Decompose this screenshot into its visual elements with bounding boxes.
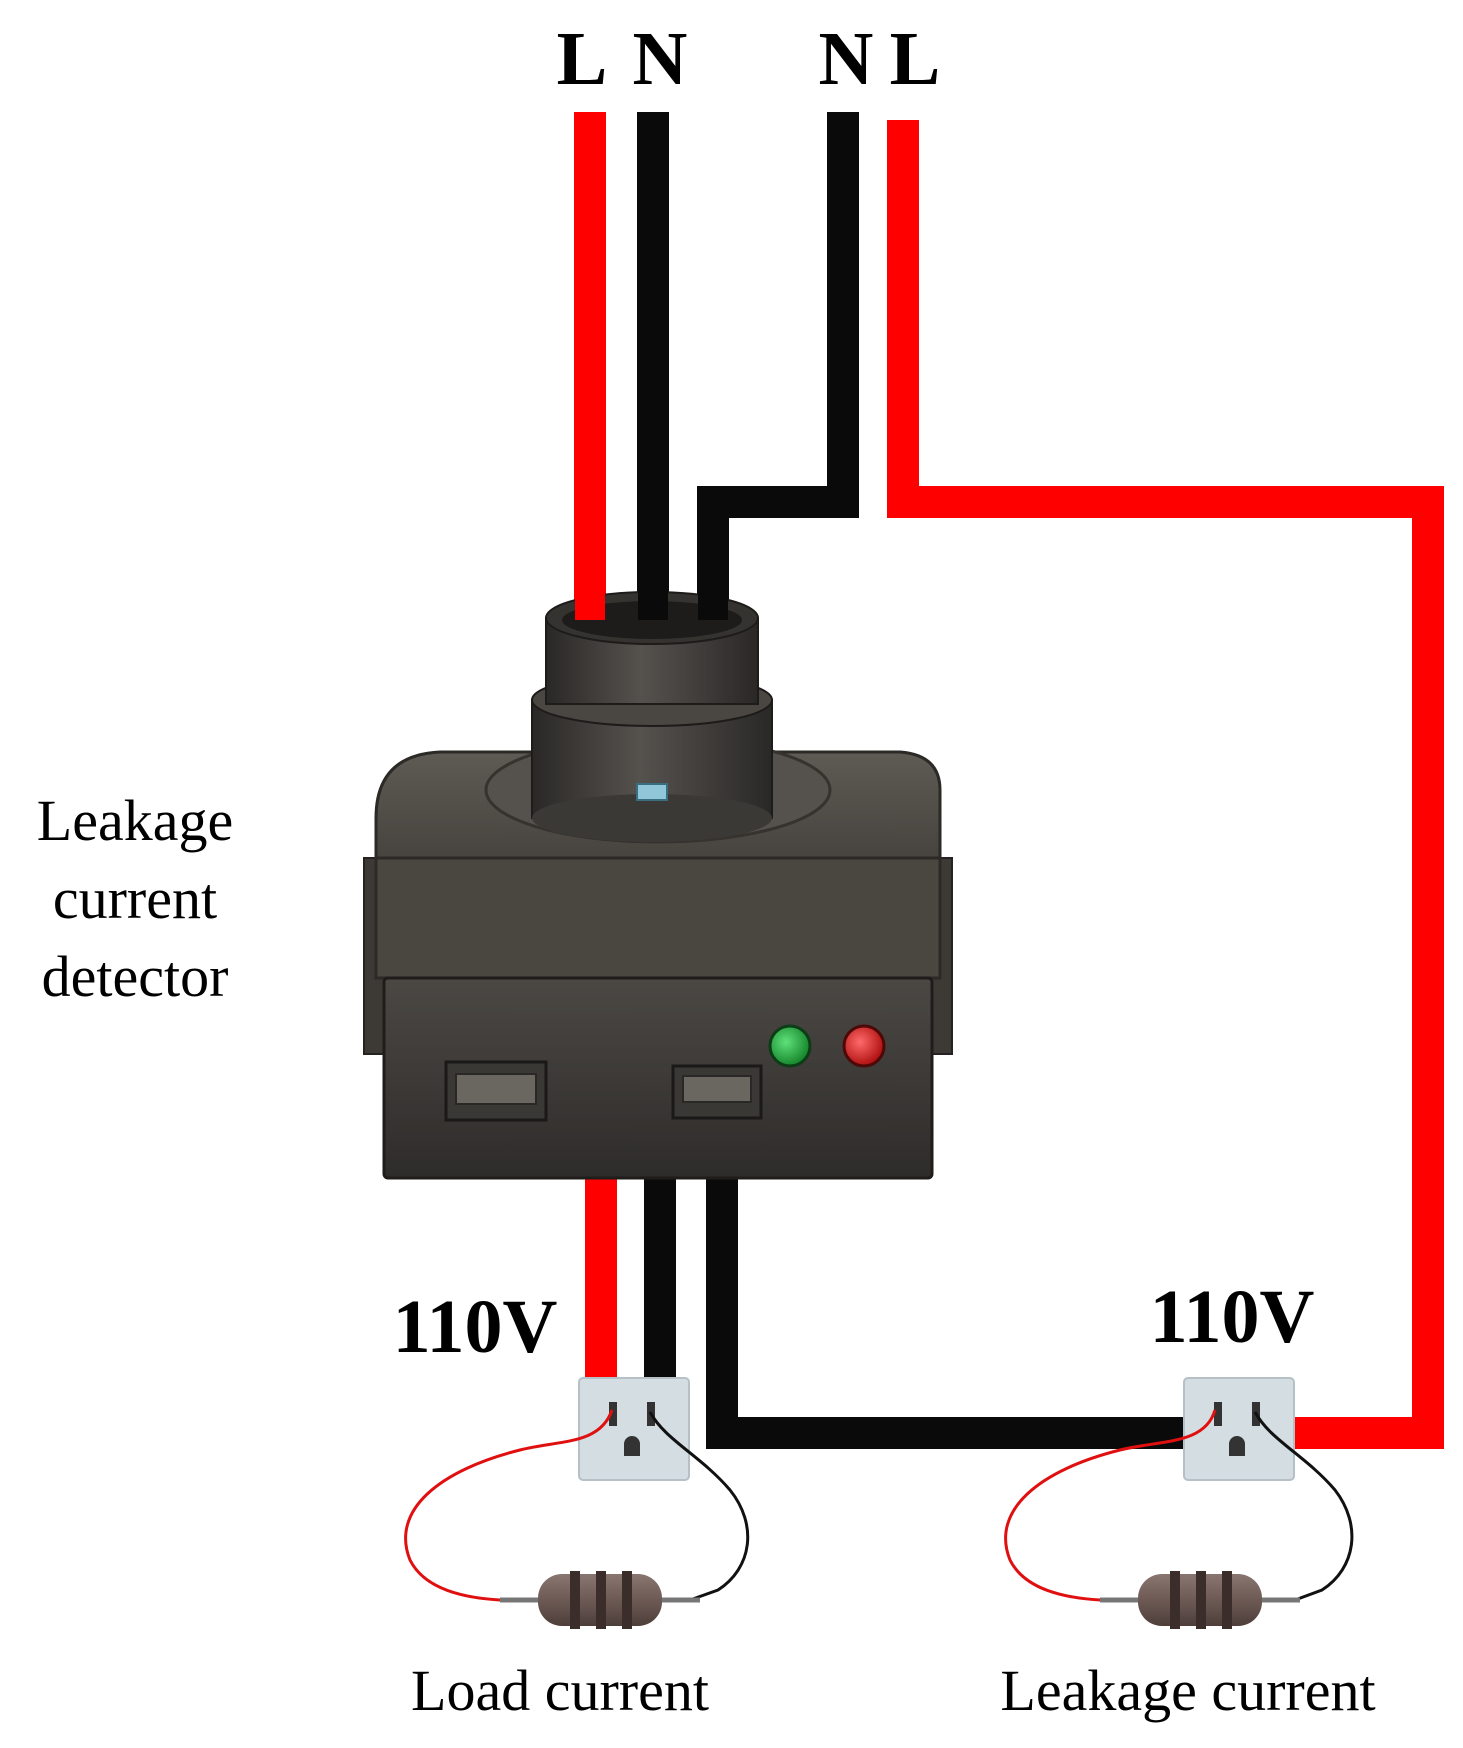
leakage-resistor-black-lead xyxy=(1253,1411,1354,1602)
supply-wires xyxy=(574,112,1444,1449)
label-top-left-N: N xyxy=(633,17,688,101)
leakage-resistor-circuit xyxy=(1004,1409,1354,1629)
load-resistor-red-lead xyxy=(404,1409,614,1602)
ct-label-chip xyxy=(636,783,668,801)
load-side-wires xyxy=(585,1175,1200,1449)
resistor-icon xyxy=(500,1571,700,1629)
wire-labels: L N N L xyxy=(557,17,941,101)
indicator-red-led xyxy=(842,1024,886,1068)
outlet-plate-left xyxy=(578,1377,690,1481)
detector-label: Leakage current detector xyxy=(37,788,233,1009)
detector-middle-band xyxy=(374,856,942,980)
detector-label-line3: detector xyxy=(42,944,229,1009)
load-current-label: Load current xyxy=(411,1658,709,1723)
voltage-label-left: 110V xyxy=(393,1285,558,1369)
leakage-resistor-red-lead xyxy=(1004,1409,1217,1602)
resistor-icon xyxy=(1100,1571,1300,1629)
label-top-right-N: N xyxy=(819,17,874,101)
wall-outlet-icon xyxy=(578,1377,690,1481)
label-top-left-L: L xyxy=(557,17,608,101)
top-live-wire-right xyxy=(887,120,1444,1449)
leakage-current-label: Leakage current xyxy=(1000,1658,1375,1723)
leakage-detector-device-icon xyxy=(363,590,953,1180)
leakage-neutral-wire xyxy=(706,1175,1200,1449)
load-resistor-black-lead xyxy=(648,1411,750,1602)
outlet-plate-right xyxy=(1183,1377,1295,1481)
voltage-label-right: 110V xyxy=(1150,1275,1315,1359)
top-neutral-wire-right xyxy=(697,112,859,622)
label-top-right-L: L xyxy=(890,17,941,101)
detector-label-line2: current xyxy=(53,866,217,931)
load-resistor-circuit xyxy=(404,1409,750,1629)
detector-label-line1: Leakage xyxy=(37,788,233,853)
indicator-green-led xyxy=(768,1024,812,1068)
